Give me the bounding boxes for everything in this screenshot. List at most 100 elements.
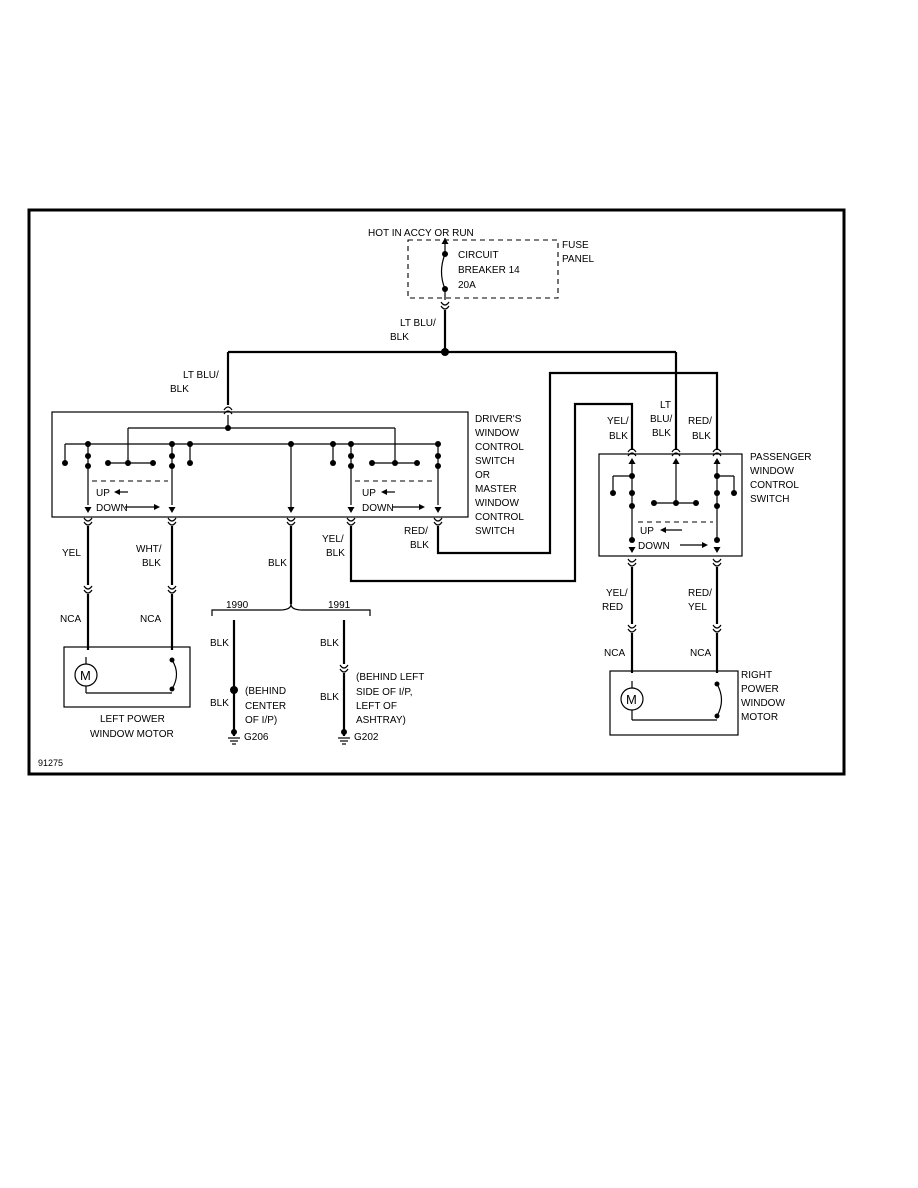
- g202-blk-1: BLK: [320, 638, 339, 649]
- wire-label-wht-1: WHT/: [136, 544, 162, 555]
- connector-icon: [167, 517, 177, 526]
- right-motor-label-1: RIGHT: [741, 670, 772, 681]
- right-motor-label-2: POWER: [741, 684, 779, 695]
- down-arrow-icon: [713, 547, 721, 553]
- pass-wire-ltblu-1: LT: [660, 400, 671, 411]
- pass-wire-yel-red-1: YEL/: [606, 588, 628, 599]
- fuse-panel-label-2: PANEL: [562, 254, 594, 265]
- connector-icon: [286, 517, 296, 526]
- g202-location-4: ASHTRAY): [356, 715, 406, 726]
- connector-icon: [712, 558, 722, 567]
- wire-label-yel-blk-1: YEL/: [322, 534, 344, 545]
- left-motor-label-1: LEFT POWER: [100, 714, 165, 725]
- nca-label-right-1: NCA: [604, 648, 625, 659]
- driver-right-down-label: DOWN: [362, 503, 394, 514]
- pass-wire-yel-blk-1: YEL/: [607, 416, 629, 427]
- down-arrow-icon: [347, 507, 355, 513]
- driver-left-down-label: DOWN: [96, 503, 128, 514]
- connector-icon: [671, 448, 681, 457]
- breaker-connector-icon: [440, 301, 450, 310]
- driver-switch-label-2: WINDOW: [475, 428, 519, 439]
- driver-left-up-label: UP: [96, 488, 110, 499]
- diagram-border: [27, 208, 846, 776]
- g202-blk-2: BLK: [320, 692, 339, 703]
- right-motor-label-4: MOTOR: [741, 712, 778, 723]
- pass-wire-red-yel-1: RED/: [688, 588, 712, 599]
- nca-connector-icon: [167, 585, 177, 594]
- pass-switch-label-4: SWITCH: [750, 494, 789, 505]
- connector-icon: [433, 517, 443, 526]
- nca-connector-icon: [712, 624, 722, 633]
- pass-wire-red-blk-1: RED/: [688, 416, 712, 427]
- pass-wire-yel-blk-2: BLK: [609, 431, 628, 442]
- left-power-window-motor: M LEFT POWER WINDOW MOTOR: [63, 646, 191, 740]
- breaker-label-1: CIRCUIT: [458, 250, 499, 261]
- right-motor-symbol: M: [626, 692, 637, 707]
- g202-label: G202: [354, 732, 379, 743]
- driver-switch-label-3: CONTROL: [475, 442, 524, 453]
- g206-location-2: CENTER: [245, 701, 286, 712]
- up-arrow-icon: [672, 458, 680, 464]
- wire-label-driver-feed-2: BLK: [170, 384, 189, 395]
- fuse-panel: HOT IN ACCY OR RUN CIRCUIT BREAKER 14 20…: [368, 228, 594, 310]
- fuse-panel-label-1: FUSE: [562, 240, 589, 251]
- passenger-window-switch: PASSENGER WINDOW CONTROL SWITCH UP DOWN: [598, 452, 812, 557]
- nca-connector-icon: [627, 624, 637, 633]
- driver-switch-label-5: OR: [475, 470, 490, 481]
- connector-icon: [83, 517, 93, 526]
- wire-label-red-blk-2: BLK: [410, 540, 429, 551]
- breaker-label-2: BREAKER 14: [458, 265, 520, 276]
- wire-label-feed-1: LT BLU/: [400, 318, 436, 329]
- g202-location-1: (BEHIND LEFT: [356, 672, 424, 683]
- down-arrow-icon: [628, 547, 636, 553]
- left-motor-label-2: WINDOW MOTOR: [90, 729, 174, 740]
- connector-icon: [712, 448, 722, 457]
- down-arrow-icon: [84, 507, 92, 513]
- right-power-window-motor: M RIGHT POWER WINDOW MOTOR: [609, 670, 785, 736]
- driver-switch-label-4: SWITCH: [475, 456, 514, 467]
- driver-switch-label-9: SWITCH: [475, 526, 514, 537]
- breaker-label-3: 20A: [458, 280, 476, 291]
- pass-up-label: UP: [640, 526, 654, 537]
- nca-label-right-2: NCA: [690, 648, 711, 659]
- pass-wire-yel-red-2: RED: [602, 602, 623, 613]
- driver-switch-label-7: WINDOW: [475, 498, 519, 509]
- connector-icon: [627, 558, 637, 567]
- year-1990-label: 1990: [226, 600, 249, 611]
- up-arrow-icon: [628, 458, 636, 464]
- figure-id: 91275: [38, 758, 63, 768]
- g206-blk-2: BLK: [210, 698, 229, 709]
- g206-location-1: (BEHIND: [245, 686, 286, 697]
- g206-label: G206: [244, 732, 269, 743]
- right-motor-label-3: WINDOW: [741, 698, 785, 709]
- year-1991-label: 1991: [328, 600, 351, 611]
- driver-right-up-label: UP: [362, 488, 376, 499]
- g206-blk-1: BLK: [210, 638, 229, 649]
- driver-switch-label-8: CONTROL: [475, 512, 524, 523]
- down-arrow-icon: [287, 507, 295, 513]
- pass-switch-label-3: CONTROL: [750, 480, 799, 491]
- connector-icon: [339, 664, 349, 673]
- wire-label-feed-2: BLK: [390, 332, 409, 343]
- nca-label-left-2: NCA: [140, 614, 161, 625]
- down-arrow-icon: [168, 507, 176, 513]
- connector-icon: [627, 448, 637, 457]
- pass-wire-ltblu-2: BLU/: [650, 414, 672, 425]
- pass-wire-red-yel-2: YEL: [688, 602, 707, 613]
- up-arrow-icon: [713, 458, 721, 464]
- pass-switch-label-1: PASSENGER: [750, 452, 812, 463]
- wire-label-red-blk-1: RED/: [404, 526, 428, 537]
- driver-window-switch: DRIVER'S WINDOW CONTROL SWITCH OR MASTER…: [51, 411, 524, 537]
- nca-label-left-1: NCA: [60, 614, 81, 625]
- ground-g206: BLK BLK (BEHIND CENTER OF I/P) G206: [210, 620, 286, 745]
- pass-down-label: DOWN: [638, 541, 670, 552]
- wire-label-blk-ground: BLK: [268, 558, 287, 569]
- connector-icon: [346, 517, 356, 526]
- g202-location-2: SIDE OF I/P,: [356, 687, 413, 698]
- ground-icon: [337, 737, 351, 745]
- down-arrow-icon: [434, 507, 442, 513]
- pass-wire-red-blk-2: BLK: [692, 431, 711, 442]
- nca-connector-icon: [83, 585, 93, 594]
- wire-label-wht-2: BLK: [142, 558, 161, 569]
- pass-wire-ltblu-3: BLK: [652, 428, 671, 439]
